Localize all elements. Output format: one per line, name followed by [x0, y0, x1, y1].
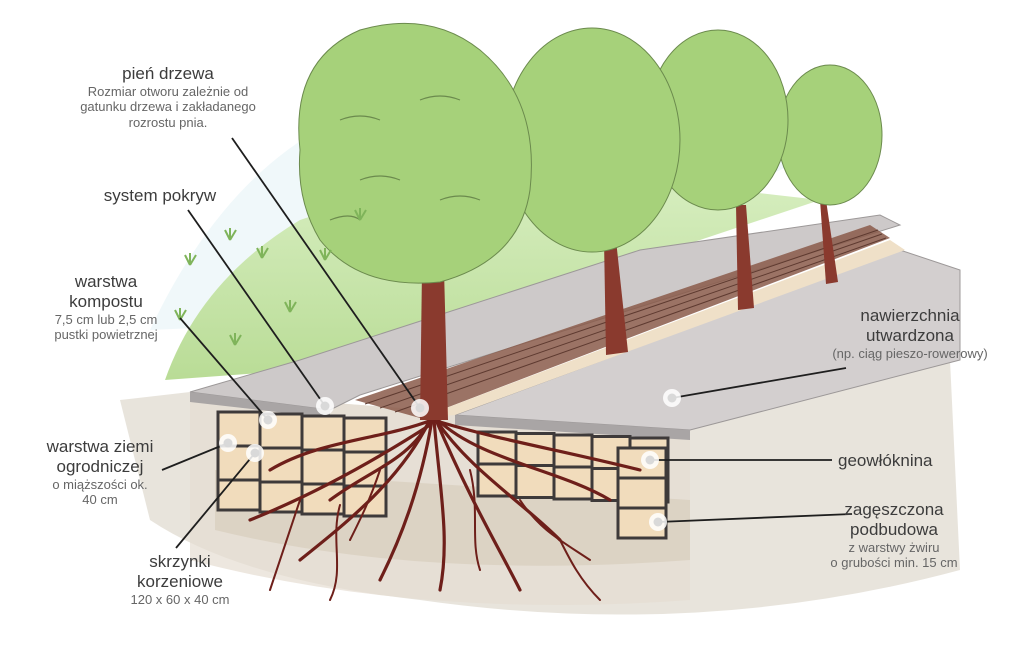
pavement-left	[189, 214, 902, 411]
label-geo-title: geowłóknina	[838, 451, 933, 470]
label-trunk-desc-2: gatunku drzewa i zakładanego	[80, 99, 256, 115]
label-soil-title-2: ogrodniczej	[56, 457, 144, 477]
label-pavement-title-1: nawierzchnia	[860, 306, 960, 325]
callout-marker-dot	[415, 403, 425, 413]
label-base-title-1: zagęszczona	[844, 500, 944, 519]
tree-4	[777, 64, 883, 284]
root-strand	[432, 418, 446, 592]
label-compacted-base: zagęszczona podbudowa z warstwy żwiru o …	[830, 500, 957, 571]
label-trunk-desc-3: rozrostu pnia.	[128, 114, 208, 130]
root-box-cell	[216, 478, 262, 512]
root-strand	[434, 418, 522, 592]
callout-marker-dot	[320, 401, 330, 411]
label-root-boxes: skrzynki korzeniowe 120 x 60 x 40 cm	[131, 552, 230, 607]
callout-marker-dot	[263, 415, 273, 425]
grass-tuft	[319, 248, 332, 261]
root-strand	[378, 418, 434, 582]
root-strand	[469, 469, 481, 571]
label-base-desc-1: z warstwy żwiru	[848, 540, 940, 556]
root-boxes-left	[216, 410, 388, 518]
label-compost-desc-1: 7,5 cm lub 2,5 cm	[54, 312, 158, 328]
grass-tuft	[284, 300, 297, 313]
label-cover-title: system pokryw	[103, 186, 217, 205]
label-trunk-title: pień drzewa	[122, 64, 214, 83]
label-pavement: nawierzchnia utwardzona (np. ciąg pieszo…	[832, 306, 987, 361]
root-strand	[248, 423, 432, 522]
roots	[248, 418, 642, 601]
label-soil-desc-2: 40 cm	[82, 492, 118, 508]
grass-tuft	[224, 228, 237, 241]
label-soil-title-1: warstwa ziemi	[46, 437, 154, 456]
root-strand	[268, 418, 434, 472]
root-strand	[298, 418, 432, 562]
root-box-cell	[476, 462, 518, 498]
root-strand	[559, 539, 601, 601]
tree-1	[298, 22, 532, 420]
label-boxes-title-1: skrzynki	[149, 552, 211, 571]
leader-line	[179, 317, 269, 421]
label-soil-desc-1: o miąższości ok.	[52, 477, 148, 493]
root-strand	[434, 418, 562, 542]
label-garden-soil: warstwa ziemi ogrodniczej o miąższości o…	[47, 437, 154, 508]
callout-marker-dot	[653, 517, 663, 527]
label-compost-title-2: kompostu	[69, 292, 143, 312]
callout-marker-dot	[223, 438, 233, 448]
label-compost-desc-2: pustki powietrznej	[54, 327, 158, 343]
grass-tuft	[184, 253, 197, 266]
label-trunk: pień drzewa Rozmiar otworu zależnie od g…	[80, 64, 256, 130]
leader-line	[175, 452, 256, 549]
label-pavement-title-2: utwardzona	[866, 326, 954, 346]
leader-line	[671, 367, 847, 399]
grass-tuft	[354, 208, 367, 221]
root-strand	[329, 504, 341, 601]
leader-line	[657, 513, 853, 523]
root-strand	[438, 420, 642, 472]
label-base-desc-2: o grubości min. 15 cm	[830, 555, 958, 571]
leader-line	[161, 442, 229, 471]
label-compost-title-1: warstwa	[74, 272, 138, 291]
root-strand	[519, 499, 591, 561]
root-box-cell	[514, 464, 556, 499]
tree-2	[503, 27, 681, 355]
label-boxes-title-2: korzeniowe	[137, 572, 223, 592]
leader-line	[187, 209, 326, 407]
tree-3	[647, 29, 789, 310]
label-geotextile: geowłóknina	[838, 451, 933, 471]
callout-marker-dot	[645, 455, 655, 465]
grass-tuft	[229, 333, 242, 346]
root-strand	[436, 418, 612, 502]
label-trunk-desc-1: Rozmiar otworu zależnie od	[87, 84, 249, 100]
leader-lines	[161, 137, 853, 549]
label-compost: warstwa kompostu 7,5 cm lub 2,5 cm pustk…	[54, 272, 157, 343]
label-boxes-desc-1: 120 x 60 x 40 cm	[130, 592, 230, 608]
grass-tufts	[174, 208, 367, 346]
label-base-title-2: podbudowa	[850, 520, 938, 540]
root-strand	[349, 469, 381, 541]
path-strip-tan	[420, 240, 905, 418]
callout-marker-dot	[250, 448, 260, 458]
pavement-edge	[190, 392, 690, 440]
leader-line	[231, 137, 421, 409]
callout-markers	[219, 389, 681, 531]
root-box-cell	[258, 446, 304, 484]
root-box-cell	[616, 476, 668, 510]
grass-tuft	[256, 246, 269, 259]
callout-marker-dot	[667, 393, 677, 403]
label-pavement-desc-1: (np. ciąg pieszo-rowerowy)	[832, 346, 988, 362]
root-strand	[269, 499, 301, 591]
label-cover-system: system pokryw	[104, 186, 216, 206]
